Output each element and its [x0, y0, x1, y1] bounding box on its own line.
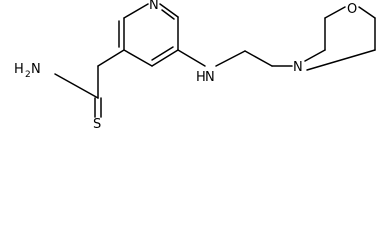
nh2-h-label: H	[14, 62, 24, 77]
thioamide-s-label: S	[93, 117, 101, 132]
nh2-subscript-label: 2	[25, 70, 31, 80]
bond-amine-ch2	[215, 50, 246, 67]
pyridine-ring	[97, 3, 179, 67]
nh2-n-label: N	[31, 62, 41, 77]
chemical-structure-diagram: N H N N O S H 2 N	[14, 0, 376, 132]
bond-c2-mo	[324, 6, 346, 19]
bond-c-nh2	[54, 73, 99, 99]
bond-c5-c4	[151, 49, 179, 67]
bond-ch2-ch2	[244, 50, 273, 67]
bond-n1-c6	[159, 3, 179, 18]
morpholine-ring	[304, 6, 376, 71]
bond-c2-n1	[123, 3, 149, 19]
amide-n-label: N	[205, 70, 215, 85]
bond-n1-c6-inner	[161, 9, 175, 20]
bond-mn-c1	[304, 49, 326, 62]
bond-ring-amine	[177, 49, 206, 67]
morpholine-o-label: O	[347, 2, 357, 17]
pyridine-n-label: N	[149, 0, 159, 13]
bond-mo-c3	[358, 6, 376, 19]
bond-c4-c3	[97, 49, 125, 67]
bond-c5-c4-inner	[151, 46, 174, 61]
bond-c4-c4b	[123, 49, 153, 67]
amine-h-label: H	[196, 70, 206, 85]
morpholine-n-label: N	[293, 60, 303, 75]
bond-c4-mn	[306, 49, 376, 71]
